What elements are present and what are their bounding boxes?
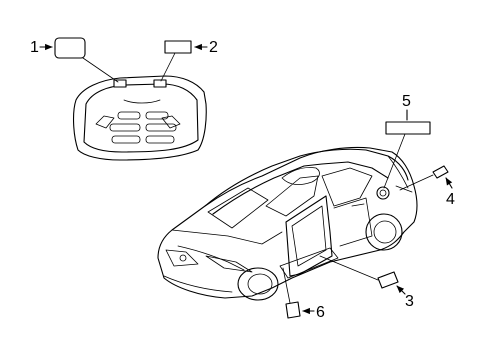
part-4-label [432, 165, 449, 179]
callout-6: 6 [282, 267, 325, 321]
fuel-door [376, 186, 390, 200]
part-3-label [377, 271, 399, 289]
callout-number-5: 5 [402, 93, 411, 110]
part-5-label [385, 121, 431, 135]
callout-3: 3 [319, 255, 414, 310]
hood-label-2 [153, 79, 167, 88]
callout-number-1: 1 [30, 39, 39, 56]
car-illustration [157, 146, 418, 301]
callout-1: 1 [30, 37, 119, 83]
callout-number-6: 6 [316, 304, 325, 321]
callout-number-4: 4 [446, 191, 455, 208]
callout-number-2: 2 [209, 39, 218, 56]
callout-2: 2 [160, 39, 218, 82]
hood-label-1 [113, 79, 127, 88]
part-2-label [164, 40, 192, 54]
hood-illustration [73, 75, 207, 161]
part-1-label [54, 37, 86, 59]
callout-4: 4 [399, 165, 455, 208]
callout-5: 5 [383, 93, 431, 189]
part-6-label [285, 301, 301, 319]
callout-number-3: 3 [405, 293, 414, 310]
